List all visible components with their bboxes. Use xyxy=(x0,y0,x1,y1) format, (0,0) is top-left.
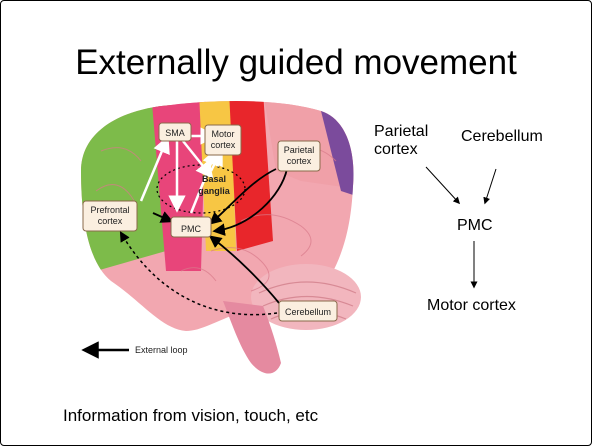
svg-text:cortex: cortex xyxy=(211,140,236,150)
svg-text:SMA: SMA xyxy=(165,128,185,138)
flow-parietal-cortex: Parietal cortex xyxy=(374,123,428,159)
svg-text:Basal: Basal xyxy=(202,174,226,184)
flow-pmc: PMC xyxy=(457,217,493,235)
svg-text:Cerebellum: Cerebellum xyxy=(285,307,331,317)
label-motor-cortex: Motor cortex xyxy=(205,125,241,155)
label-sma: SMA xyxy=(159,123,191,141)
label-prefrontal-cortex: Prefrontal cortex xyxy=(83,201,137,231)
label-cerebellum: Cerebellum xyxy=(279,301,337,321)
flow-motor-cortex: Motor cortex xyxy=(427,297,516,315)
label-external-loop: External loop xyxy=(135,345,188,355)
svg-text:cortex: cortex xyxy=(287,156,312,166)
flow-cerebellum: Cerebellum xyxy=(461,128,543,146)
label-parietal-cortex: Parietal cortex xyxy=(278,141,320,171)
svg-text:Prefrontal: Prefrontal xyxy=(90,205,129,215)
label-pmc: PMC xyxy=(171,217,211,237)
svg-text:Parietal: Parietal xyxy=(284,145,315,155)
svg-text:Motor: Motor xyxy=(211,129,234,139)
svg-text:ganglia: ganglia xyxy=(198,186,230,196)
slide-caption: Information from vision, touch, etc xyxy=(63,406,318,426)
svg-text:PMC: PMC xyxy=(181,224,202,234)
svg-text:cortex: cortex xyxy=(98,216,123,226)
